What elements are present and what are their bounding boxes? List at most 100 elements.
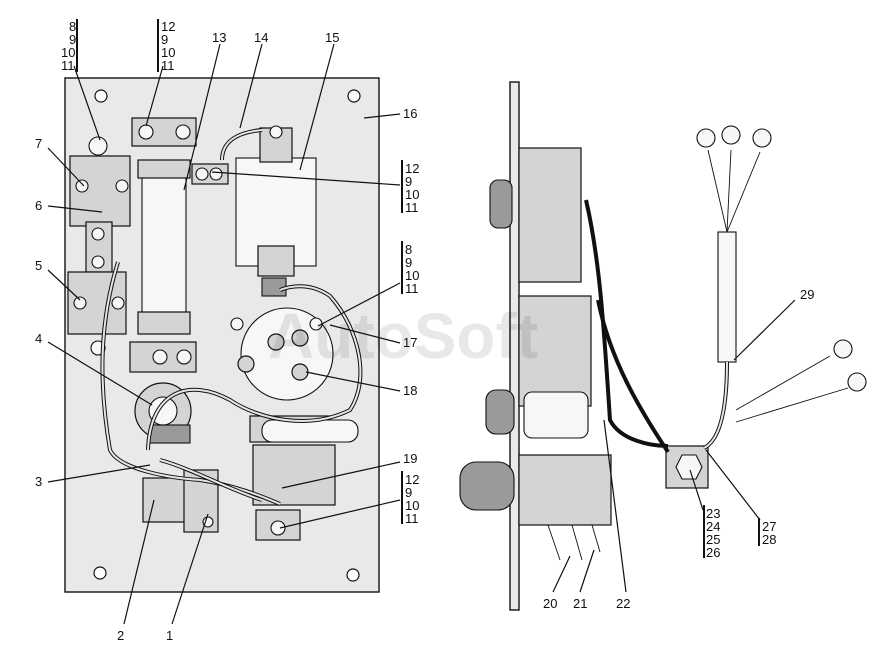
stack-side-b: 27 28: [758, 518, 776, 547]
screw: [270, 520, 286, 536]
stack-right-a: 12 9 10 11: [401, 160, 419, 215]
stack-label: 9: [161, 32, 168, 47]
stack-label: 24: [706, 519, 720, 534]
callout-7: 7: [35, 136, 42, 151]
stack-label: 12: [405, 161, 419, 176]
side-canister: [523, 391, 589, 439]
callout-6: 6: [35, 198, 42, 213]
stack-label: 11: [61, 58, 75, 73]
callout-18: 18: [403, 383, 417, 398]
cable-lead-3: [726, 151, 761, 233]
wire-relay-core: [221, 129, 263, 161]
stack-top-left: 8 9 10 11: [61, 19, 78, 73]
screw: [209, 167, 223, 181]
stack-label: 8: [405, 242, 412, 257]
screw: [237, 355, 255, 373]
screw: [202, 516, 214, 528]
cable-main-core: [703, 361, 728, 449]
stack-label: 11: [405, 281, 419, 296]
relay-base: [257, 245, 295, 277]
screw: [291, 329, 309, 347]
side-mid-unit: [518, 295, 592, 407]
stack-right-c: 12 9 10 11: [401, 471, 419, 526]
side-harness-b: [596, 299, 670, 454]
ring-terminal: [696, 128, 716, 148]
callout-14: 14: [254, 30, 268, 45]
stack-label: 10: [61, 45, 75, 60]
watermark: AutoSoft: [268, 300, 538, 372]
cable-lead-1: [707, 149, 728, 233]
screw: [152, 349, 168, 365]
callout-13: 13: [212, 30, 226, 45]
socket-clamp: [149, 424, 191, 444]
wire-lower-core: [159, 459, 263, 501]
screw: [75, 179, 89, 193]
stack-label: 28: [762, 532, 776, 547]
stack-label: 10: [405, 498, 419, 513]
stack-label: 11: [405, 200, 419, 215]
stack-top-mid: 12 9 10 11: [157, 19, 175, 73]
screw: [115, 179, 129, 193]
ring-terminal: [847, 372, 867, 392]
stack-label: 12: [405, 472, 419, 487]
side-top-unit: [518, 147, 582, 283]
stack-label: 10: [161, 45, 175, 60]
screw: [91, 255, 105, 269]
screw: [111, 296, 125, 310]
callout-1: 1: [166, 628, 173, 643]
screw: [195, 167, 209, 181]
leader-lines: [47, 43, 796, 625]
wire-harness-core: [101, 261, 281, 505]
stack-label: 10: [405, 268, 419, 283]
switch-disc: [240, 307, 334, 401]
callout-4: 4: [35, 331, 42, 346]
side-harness: [584, 199, 669, 448]
callout-15: 15: [325, 30, 339, 45]
stack-label: 25: [706, 532, 720, 547]
cable-sheath: [717, 231, 737, 363]
callout-16: 16: [403, 106, 417, 121]
screw: [73, 296, 87, 310]
resistor-cap-top: [137, 159, 191, 179]
side-box: [518, 454, 612, 526]
stack-label: 23: [706, 506, 720, 521]
stack-label: 10: [405, 187, 419, 202]
stack-label: 27: [762, 519, 776, 534]
stack-label: 26: [706, 545, 720, 560]
plate-hole-tl: [94, 89, 108, 103]
wire-loop-core: [147, 285, 362, 451]
stack-label: 11: [161, 58, 175, 73]
stack-label: 9: [405, 255, 412, 270]
callout-17: 17: [403, 335, 417, 350]
cable-lead-2: [726, 149, 732, 233]
stack-label: 9: [405, 174, 412, 189]
resistor-cap-bottom: [137, 311, 191, 335]
callout-3: 3: [35, 474, 42, 489]
screw: [176, 349, 192, 365]
screw: [269, 125, 283, 139]
screw: [88, 136, 108, 156]
stack-label: 11: [405, 511, 419, 526]
stack-label: 9: [405, 485, 412, 500]
side-view: [459, 81, 867, 611]
screw: [138, 124, 154, 140]
screw: [175, 124, 191, 140]
plate-hole-bl: [93, 566, 107, 580]
callout-21: 21: [573, 596, 587, 611]
callout-22: 22: [616, 596, 630, 611]
callout-2: 2: [117, 628, 124, 643]
screw: [91, 227, 105, 241]
stack-right-b: 8 9 10 11: [401, 241, 419, 296]
side-knob-upper: [489, 179, 513, 229]
screw: [267, 333, 285, 351]
resistor-body: [141, 174, 187, 316]
plate-hole-br: [346, 568, 360, 582]
side-connector: [485, 389, 515, 435]
cable-lead-5: [735, 387, 849, 423]
side-nut: [675, 454, 703, 480]
side-lower-leads: [547, 524, 601, 561]
switch-cable-clamp: [261, 419, 359, 443]
stack-label: 12: [161, 19, 175, 34]
plate-hole-tr: [347, 89, 361, 103]
